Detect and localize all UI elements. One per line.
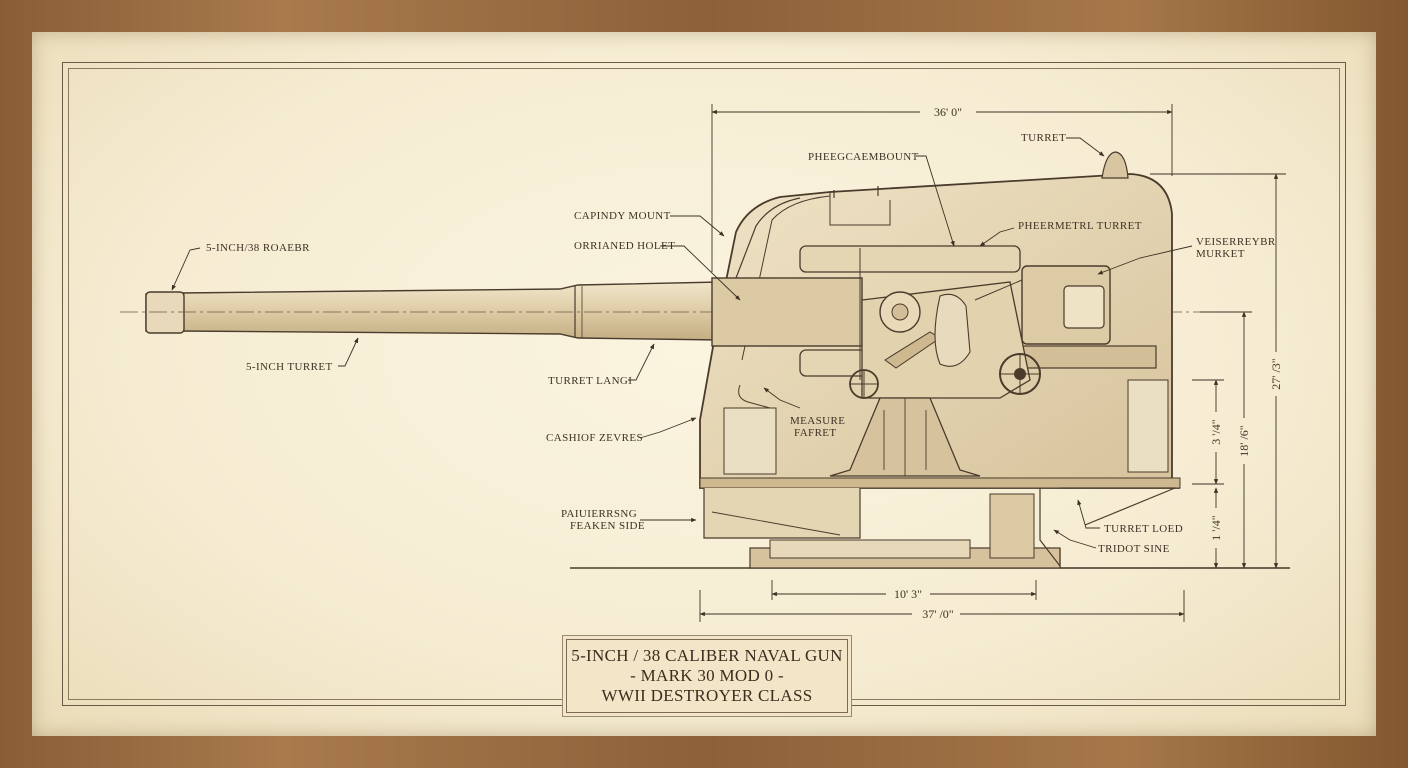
dim-base-inner: 10' 3" <box>894 587 922 601</box>
muzzle <box>145 291 185 334</box>
label-turret-top: TURRET <box>1021 132 1066 144</box>
dimension-lines <box>699 104 1286 622</box>
label-fafret: FAFRET <box>794 427 837 439</box>
dim-height-upper: 3 '/4" <box>1209 419 1223 444</box>
label-trdot-sine: TRIDOT SINE <box>1098 543 1170 555</box>
carriage <box>829 279 1041 477</box>
label-capindy-mount: CAPINDY MOUNT <box>574 210 671 222</box>
dim-height-mid: 18' /6" <box>1237 425 1251 456</box>
title-line-1: 5-INCH / 38 CALIBER NAVAL GUN <box>571 646 843 665</box>
dim-height-total: 27' /3" <box>1269 358 1283 389</box>
label-veserreybr: VEISERREYBR <box>1196 236 1276 248</box>
label-cashiof-zevres: CASHIOF ZEVRES <box>546 432 643 444</box>
label-paiuierrsng: PAIUIERRSNG <box>561 508 637 520</box>
label-measure: MEASURE <box>790 415 845 427</box>
label-turret-loed: TURRET LOED <box>1104 523 1183 535</box>
title-cartouche: 5-INCH / 38 CALIBER NAVAL GUN - MARK 30 … <box>566 639 848 713</box>
label-barrel-tip: 5-INCH/38 ROAEBR <box>206 242 310 254</box>
label-feaken-side: FEAKEN SIDE <box>570 520 645 532</box>
label-pheegcael-mount: PHEEGCAEMBOUNT <box>808 151 919 163</box>
label-turret-langi: TURRET LANGI <box>548 375 632 387</box>
label-orrianed-holet: ORRIANED HOLET <box>574 240 675 252</box>
title-line-3: WWII DESTROYER CLASS <box>601 686 813 705</box>
label-murket: MURKET <box>1196 248 1245 260</box>
gun-slide <box>711 245 1157 380</box>
sight-hood <box>1101 151 1129 179</box>
dim-base-total: 37' /0" <box>922 607 953 621</box>
dim-height-lower: 1 '/4" <box>1209 515 1223 540</box>
label-pheermetrl-turret: PHEERMETRL TURRET <box>1018 220 1142 232</box>
title-line-2: - MARK 30 MOD 0 - <box>630 666 784 685</box>
dim-top-width: 36' 0" <box>934 105 962 119</box>
leader-lines <box>171 137 1193 549</box>
label-barrel: 5-INCH TURRET <box>246 361 333 373</box>
